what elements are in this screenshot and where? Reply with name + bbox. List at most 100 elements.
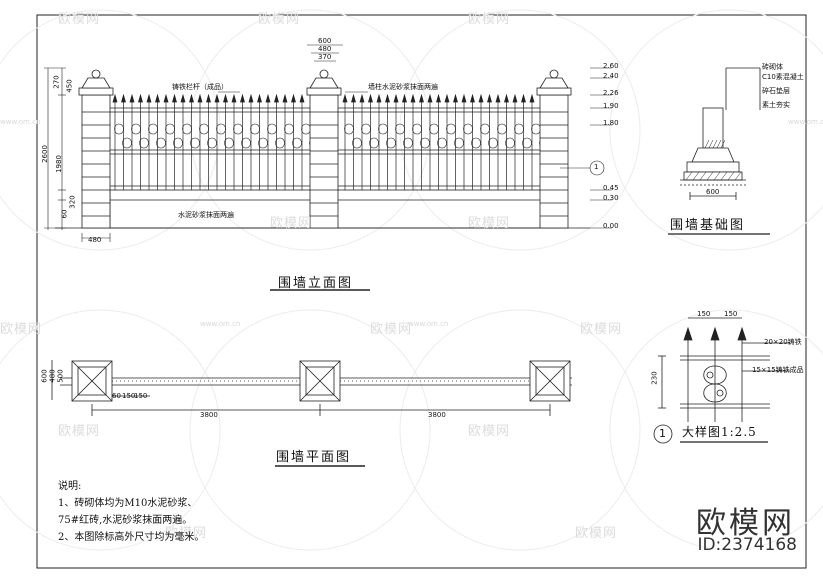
picket-tip xyxy=(274,93,279,103)
watermark-url: www.om.cn xyxy=(788,118,823,126)
dim-height-total: 2600 xyxy=(40,145,49,163)
picket-tip xyxy=(436,93,441,103)
picket-tip xyxy=(393,93,399,103)
picket-tip xyxy=(121,93,126,103)
label-pillar-finish: 墙柱水泥砂浆抹面两遍 xyxy=(368,83,438,91)
fence-pickets xyxy=(112,93,535,190)
picket-tip xyxy=(495,93,501,103)
detail-view xyxy=(653,317,790,444)
dim-top-600: 600 xyxy=(318,37,332,45)
hatch-line xyxy=(734,171,742,181)
pillar-crown xyxy=(81,77,111,89)
callout-number: 1 xyxy=(594,163,599,171)
post-diagonal xyxy=(299,360,341,402)
picket-tip xyxy=(359,93,365,103)
plan-dim-left: 480 xyxy=(48,369,57,383)
watermark-text: 欧模网 xyxy=(370,322,413,337)
picket-tip xyxy=(504,93,509,103)
pillar-cap xyxy=(78,87,114,96)
picket-tip xyxy=(529,93,535,103)
elevation-dimensions xyxy=(44,44,612,242)
plan-span-dim: 3800 xyxy=(428,411,446,419)
picket-tip xyxy=(265,93,271,103)
scroll-ornament xyxy=(250,123,268,149)
hatch-line xyxy=(727,171,735,181)
plan-dim-small: 60 xyxy=(112,392,121,400)
dim-height-rail: 1980 xyxy=(54,155,63,173)
foundation-layer: 素土夯实 xyxy=(762,101,790,109)
picket-tip xyxy=(368,93,373,103)
hatch-line xyxy=(699,171,707,181)
pillar-ball xyxy=(549,69,559,79)
scroll-ornament xyxy=(378,123,396,149)
dim-small: 270 xyxy=(52,75,61,89)
foundation-layer: 砖砌体 xyxy=(762,63,783,71)
picket-tip xyxy=(240,93,245,103)
dim-pillar-width: 480 xyxy=(88,236,102,244)
elev-mark: 2.40 xyxy=(603,72,619,80)
pillar-cap xyxy=(306,87,342,96)
watermark-text: 欧模网 xyxy=(468,216,511,231)
foundation-section xyxy=(680,67,761,200)
picket-tip xyxy=(138,93,143,103)
plan-post-left xyxy=(71,360,113,402)
notes-line: 75#红砖,水泥砂浆抹面两遍。 xyxy=(58,515,193,526)
hatch-line xyxy=(685,171,693,181)
scroll-ornament xyxy=(267,123,285,149)
brand-id: ID:2374168 xyxy=(697,535,797,555)
plan-post-middle xyxy=(299,360,341,402)
scroll-ornament xyxy=(148,123,166,149)
dim-top-480: 480 xyxy=(318,45,332,53)
scroll-ornament xyxy=(216,123,234,149)
notes-block: 说明: 1、砖砌体均为M10水泥砂浆、 75#红砖,水泥砂浆抹面两遍。 2、本图… xyxy=(58,478,204,546)
foundation-layer: C10素混凝土 xyxy=(762,73,804,81)
foundation-title: 围墙基础图 xyxy=(670,218,746,233)
picket-tip xyxy=(163,93,169,103)
detail-label-product: 15×15铸铁成品 xyxy=(752,366,804,374)
scroll-ornament xyxy=(480,123,498,149)
picket-tip xyxy=(248,93,254,103)
scroll-ornament xyxy=(463,123,481,149)
elev-mark: 2.60 xyxy=(603,62,619,70)
picket-tip xyxy=(461,93,467,103)
picket-tip xyxy=(231,93,237,103)
elev-mark: 1.90 xyxy=(603,102,619,110)
picket-tip xyxy=(189,93,194,103)
picket-tip xyxy=(376,93,382,103)
dim-top-370: 370 xyxy=(318,53,332,61)
picket-tip xyxy=(351,93,356,103)
plan-posts xyxy=(71,360,571,402)
picket-tip xyxy=(299,93,305,103)
post-diagonal xyxy=(71,360,113,402)
detail-callout-number: 1 xyxy=(659,427,666,440)
picket-tip xyxy=(402,93,407,103)
watermark-text: 欧模网 xyxy=(258,12,301,27)
pillar-crown xyxy=(309,77,339,89)
brand-logo: 欧模网 xyxy=(696,506,795,541)
elev-mark: 2.26 xyxy=(603,89,619,97)
hatch-line xyxy=(720,139,726,149)
watermark-text: 欧模网 xyxy=(270,216,313,231)
elev-mark: 0.00 xyxy=(603,222,619,230)
picket-tip xyxy=(197,93,203,103)
watermark-pattern xyxy=(0,9,823,551)
elevation-title: 围墙立面图 xyxy=(278,276,354,291)
picket-tip xyxy=(172,93,177,103)
plan-dim-left: 500 xyxy=(56,369,65,383)
scroll-ornament xyxy=(429,123,447,149)
picket-tip xyxy=(291,93,296,103)
watermark-text: 欧模网 xyxy=(468,12,511,27)
watermark-url: www.om.cn xyxy=(0,118,41,126)
elev-mark: 0.45 xyxy=(603,184,619,192)
picket-tip xyxy=(419,93,424,103)
picket-tip xyxy=(223,93,228,103)
scroll-ornament xyxy=(182,123,200,149)
scroll-ornament xyxy=(165,123,183,149)
detail-label-bar: 20×20铸铁 xyxy=(764,338,802,346)
dim-small: 60 xyxy=(60,209,69,219)
label-wall-finish: 水泥砂浆抹面两遍 xyxy=(178,211,234,219)
picket-tip xyxy=(282,93,288,103)
hatch-line xyxy=(706,171,714,181)
watermark-url: www.om.cn xyxy=(408,320,449,328)
